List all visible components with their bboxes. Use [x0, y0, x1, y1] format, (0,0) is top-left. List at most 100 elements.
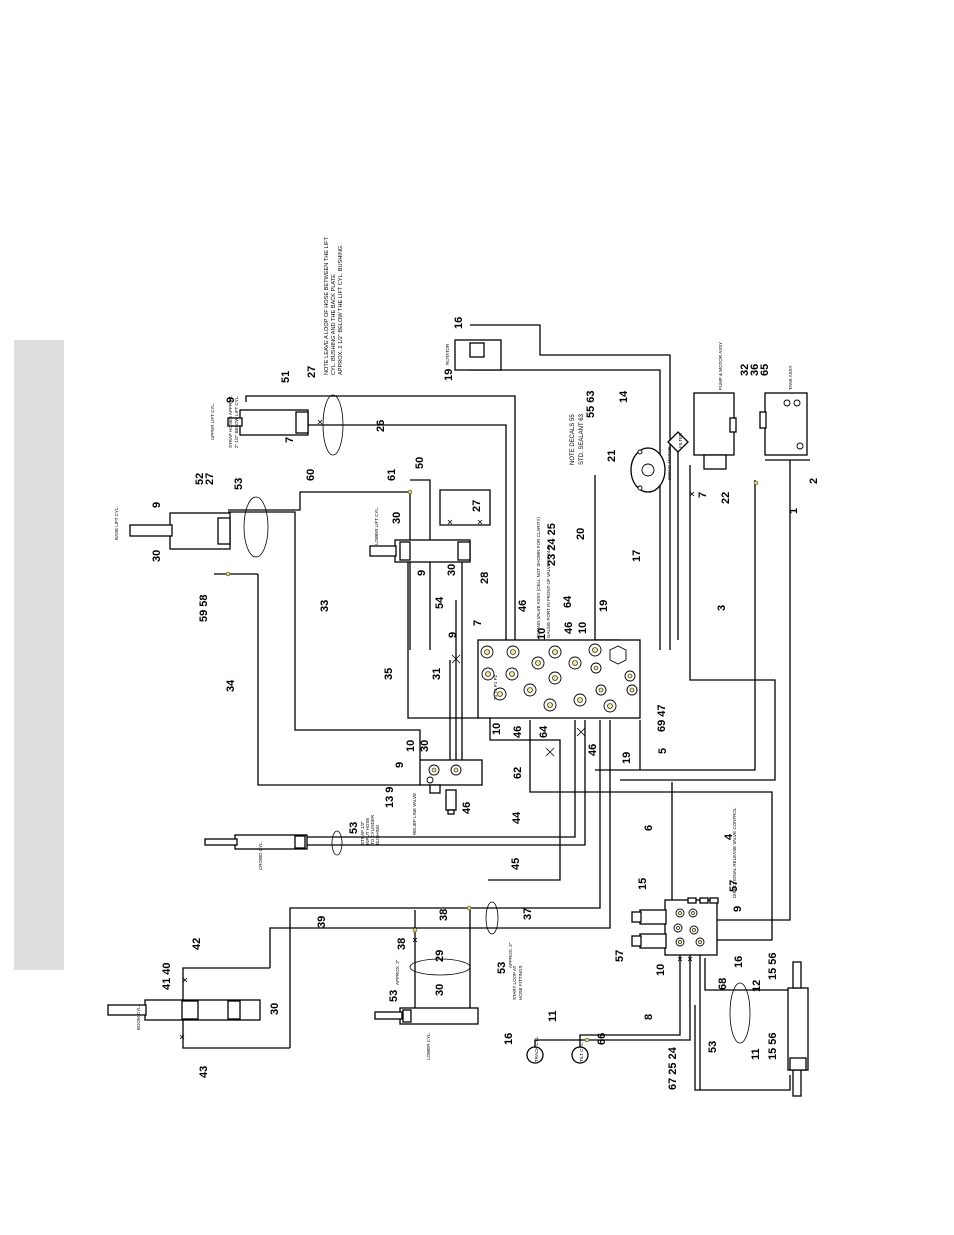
callout-46b: 46: [563, 622, 575, 634]
start-loop-line-1: START LOOP AT: [512, 965, 517, 1000]
callout-46d: 46: [587, 744, 599, 756]
boom-wrap-line-4: BUSHING: [375, 824, 380, 845]
gauge-port-hex: [609, 645, 627, 665]
callout-16a: 16: [733, 956, 745, 968]
hose-1: [595, 480, 756, 771]
svg-text:NOTE DECALS 55 STD. SEAL: NOTE DECALS 55 STD. SEALANT 63: [570, 413, 585, 465]
hose-35: [407, 545, 478, 719]
hose-11a: [534, 955, 691, 1050]
callout-9-valve: 9: [447, 632, 459, 638]
callout-7a: 7: [284, 437, 296, 443]
callout-21: 21: [606, 450, 618, 462]
side-tab: [14, 340, 64, 970]
crowd-cylinder: CROWD CYL.: [204, 834, 308, 870]
callout-66: 66: [596, 1033, 608, 1045]
crowd-cyl-label: CROWD CYL.: [258, 841, 263, 870]
rotator: ROTATOR: [445, 339, 502, 371]
main-note-line-3: APPROX. 2 1/2" BELOW THE LIFT CYL. BUSHI…: [338, 244, 344, 375]
directional-control-valve: DIRECTIONAL RELEASE VALVE CONTROL: [631, 807, 737, 956]
callout-27a: 27: [306, 366, 318, 378]
callout-3: 3: [716, 605, 728, 611]
callout-17: 17: [631, 550, 643, 562]
hose-8: [579, 955, 681, 1050]
callout-33: 33: [319, 600, 331, 612]
callout-52: 52: [194, 473, 206, 485]
callout-65: 65: [759, 364, 771, 376]
callout-5: 5: [657, 748, 669, 754]
track-motor-b: TILT CYL.: [571, 1042, 589, 1064]
hose-34: [257, 574, 420, 786]
callout-32: 32: [739, 364, 751, 376]
start-loop-note: START LOOP AT HOSE FITTINGS: [512, 964, 523, 1000]
callout-69-47: 69 47: [656, 704, 668, 732]
swing-motor: SWING MOTOR: [630, 446, 672, 493]
callout-38a: 38: [438, 909, 450, 921]
main-valve-block: [477, 639, 641, 719]
tank-assy: TANK ASSY: [759, 365, 810, 461]
callout-30b: 30: [391, 512, 403, 524]
track-motor-a: TRACK CYL.: [526, 1035, 544, 1064]
callout-4: 4: [723, 833, 735, 840]
track-motor-b-label: TILT CYL.: [579, 1042, 584, 1062]
callout-53e: 53: [707, 1041, 719, 1053]
callout-8: 8: [643, 1014, 655, 1020]
hose-4: [529, 720, 773, 941]
callout-10e: 10: [655, 964, 667, 976]
hose-43: [182, 1020, 290, 1049]
callout-44: 44: [511, 811, 523, 824]
hose-50: [410, 479, 431, 650]
hose-62: [488, 718, 561, 881]
callout-9c: 9: [416, 570, 428, 576]
callout-59-58: 59 58: [198, 594, 210, 622]
callout-51: 51: [280, 371, 292, 383]
pump-motor-assy: PUMP & MOTOR ASSY: [693, 342, 737, 470]
callout-10a: 10: [536, 628, 548, 640]
pump-motor-label: PUMP & MOTOR ASSY: [718, 342, 723, 390]
callout-6: 6: [643, 825, 655, 831]
callout-41-40: 41 40: [161, 962, 173, 990]
svg-text:STRAP HOSES APPROX. 2" 1: STRAP HOSES APPROX. 2" 1/2" BELOW LIFT C…: [228, 394, 239, 448]
lift-wrap-note: STRAP HOSES APPROX. 2" 1/2" BELOW LIFT C…: [228, 394, 239, 448]
callout-61: 61: [386, 469, 398, 481]
tank-label: TANK ASSY: [788, 365, 793, 390]
valve-note: 10 MAIN VALVE ASSY (CELL NOT SHOWN FOR C…: [536, 516, 551, 638]
start-loop-line-2: HOSE FITTINGS: [518, 965, 523, 1000]
hose-27-loop: [439, 489, 491, 526]
callout-64b: 64: [538, 725, 550, 738]
callout-15-56a: 15 56: [767, 952, 779, 980]
callout-1: 1: [788, 508, 800, 514]
callout-43: 43: [198, 1066, 210, 1078]
callout-30d: 30: [419, 740, 431, 752]
hose-37: [269, 720, 611, 968]
lower-cyl-label: LOWER CYL.: [426, 1032, 431, 1060]
callout-29: 29: [434, 950, 446, 962]
svg-text:START LOOP AT HOSE FITTI: START LOOP AT HOSE FITTINGS: [512, 964, 523, 1000]
callout-39: 39: [316, 916, 328, 928]
filter: FILTER: [667, 431, 689, 453]
relief-valve-label: RELIEF LINE VALVE: [412, 793, 417, 835]
callout-34: 34: [225, 679, 237, 692]
hose-44: [305, 720, 576, 838]
callout-46a: 46: [517, 600, 529, 612]
hose-26: [306, 424, 507, 650]
lift-wrap-line-1: STRAP HOSES APPROX.: [228, 395, 233, 448]
callout-26: 26: [375, 420, 387, 432]
callout-16b: 16: [503, 1033, 515, 1045]
boom-wrap-note: STRAP 1/2" INPUT HOSE TO CYLINDER BUSHIN…: [360, 814, 380, 845]
callout-19a: 19: [598, 600, 610, 612]
callout-27c: 27: [471, 500, 483, 512]
callout-60: 60: [305, 469, 317, 481]
hose-20: [594, 475, 620, 641]
lower-lift-cyl-label: LOWER LIFT CYL.: [374, 507, 379, 545]
callout-46e: 46: [461, 802, 473, 814]
hose-rotator-a: [470, 324, 671, 650]
filter-label: FILTER: [678, 432, 683, 448]
hose-33: [228, 511, 421, 760]
callout-53d: 53: [388, 990, 400, 1002]
valve-note-line-1: 10 MAIN VALVE ASSY (CELL NOT SHOWN FOR C…: [536, 516, 541, 638]
control-valve-label: DIRECTIONAL RELEASE VALVE CONTROL: [732, 807, 737, 898]
hose-60: [228, 491, 411, 650]
boom-wrap-line-2: INPUT HOSE: [365, 818, 370, 845]
upper-lift-cyl-label: UPPER LIFT CYL.: [210, 403, 215, 440]
hose-tank-1: [715, 460, 791, 921]
